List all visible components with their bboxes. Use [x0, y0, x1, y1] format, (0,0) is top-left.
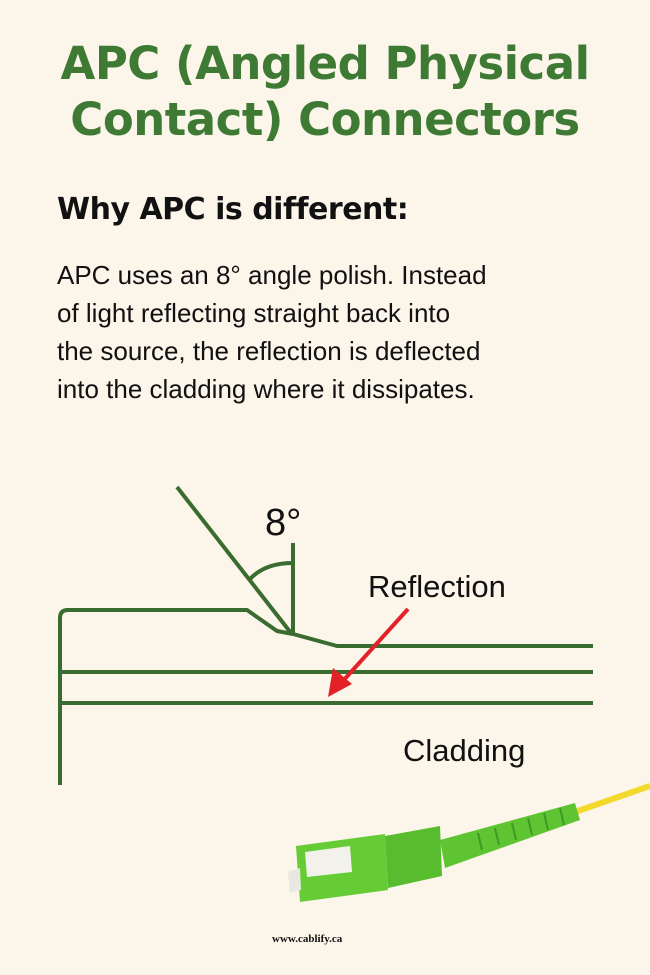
connector-outline [58, 608, 593, 785]
description: APC uses an 8° angle polish. Instead of … [57, 256, 617, 408]
description-line: the source, the reflection is deflected [57, 336, 481, 366]
reflection-arrow [328, 607, 410, 697]
sc-apc-connector-image [288, 783, 650, 902]
reflection-label: Reflection [368, 569, 506, 604]
page-title: APC (Angled Physical Contact) Connectors [0, 36, 650, 148]
angle-arc [248, 561, 294, 581]
subtitle: Why APC is different: [57, 192, 409, 227]
polish-angle-line [175, 485, 293, 635]
description-line: APC uses an 8° angle polish. Instead [57, 260, 487, 290]
description-line: of light reflecting straight back into [57, 298, 451, 328]
title-line-2: Contact) Connectors [70, 93, 580, 146]
website-footer: www.cablify.ca [272, 933, 343, 945]
description-line: into the cladding where it dissipates. [57, 374, 475, 404]
angle-label: 8° [265, 502, 301, 544]
title-line-1: APC (Angled Physical [60, 37, 591, 90]
cladding-label: Cladding [403, 733, 525, 768]
